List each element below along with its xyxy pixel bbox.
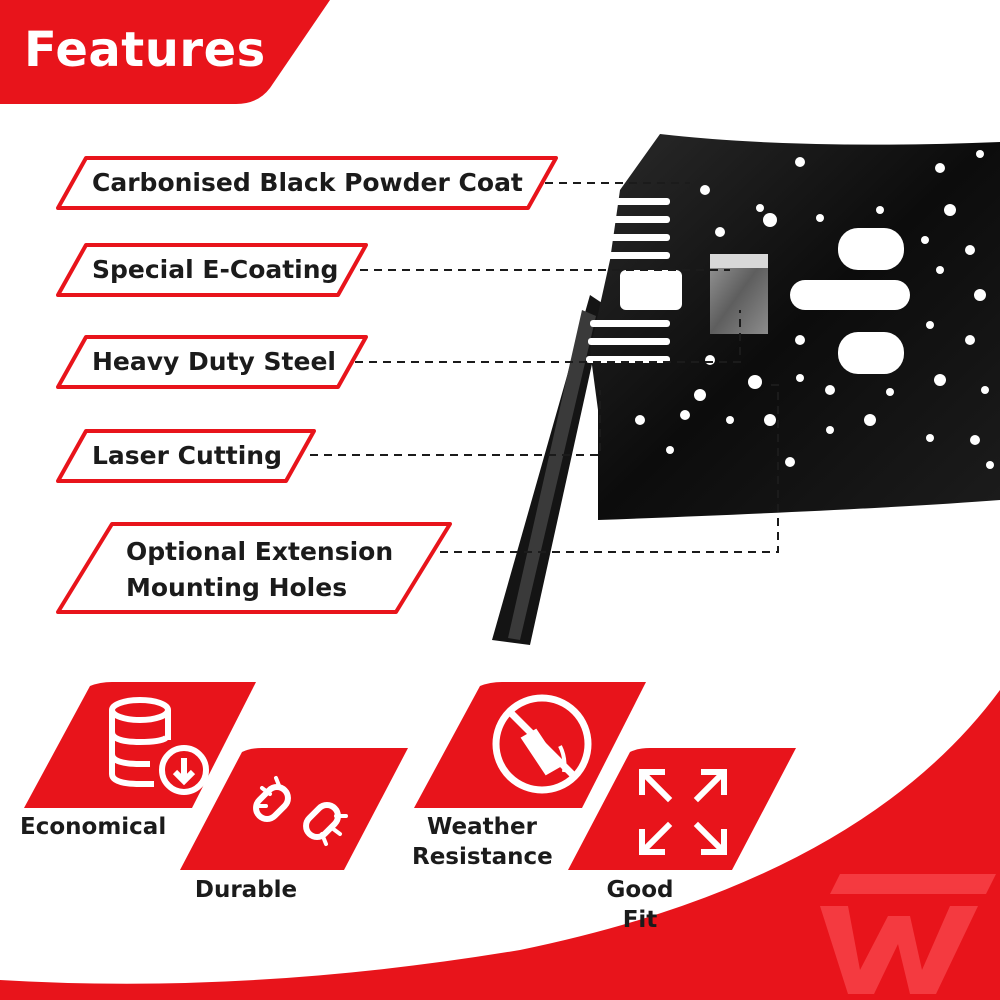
database-download-icon [109,697,209,795]
benefit-label-resistance: Resistance [412,844,553,870]
feature-text-extension-line1: Optional Extension [126,537,394,566]
header-banner [0,0,330,104]
feature-label-heavy-duty-steel: Heavy Duty Steel [52,333,372,389]
feature-label-laser-cutting: Laser Cutting [52,427,320,483]
broken-chain-icon [253,776,348,846]
feature-text-heavy-duty-steel: Heavy Duty Steel [92,347,336,376]
brand-watermark-logo [820,874,996,994]
feature-text-laser-cutting: Laser Cutting [92,441,282,470]
benefit-label-economical: Economical [20,814,167,840]
benefit-label-durable: Durable [194,877,298,903]
benefit-tile-weather-resistance [414,682,646,808]
benefit-tile-economical [24,682,256,808]
no-water-bucket-icon [492,694,592,794]
feature-text-e-coating: Special E-Coating [92,255,339,284]
feature-text-extension-line2: Mounting Holes [126,573,348,602]
feature-label-powder-coat: Carbonised Black Powder Coat [52,154,562,210]
benefit-label-good: Good [606,877,674,903]
benefit-label-fit: Fit [622,907,658,933]
feature-label-extension-holes: Optional Extension Mounting Holes [52,520,456,616]
benefit-tile-good-fit [568,748,796,870]
benefit-tile-durable [180,748,408,870]
feature-label-e-coating: Special E-Coating [52,241,372,297]
benefit-label-weather: Weather [427,814,537,840]
feature-text-powder-coat: Carbonised Black Powder Coat [92,168,523,197]
bottom-red-swoosh [0,690,1000,1000]
expand-arrows-icon [639,769,727,855]
page-title: Features [24,22,266,78]
